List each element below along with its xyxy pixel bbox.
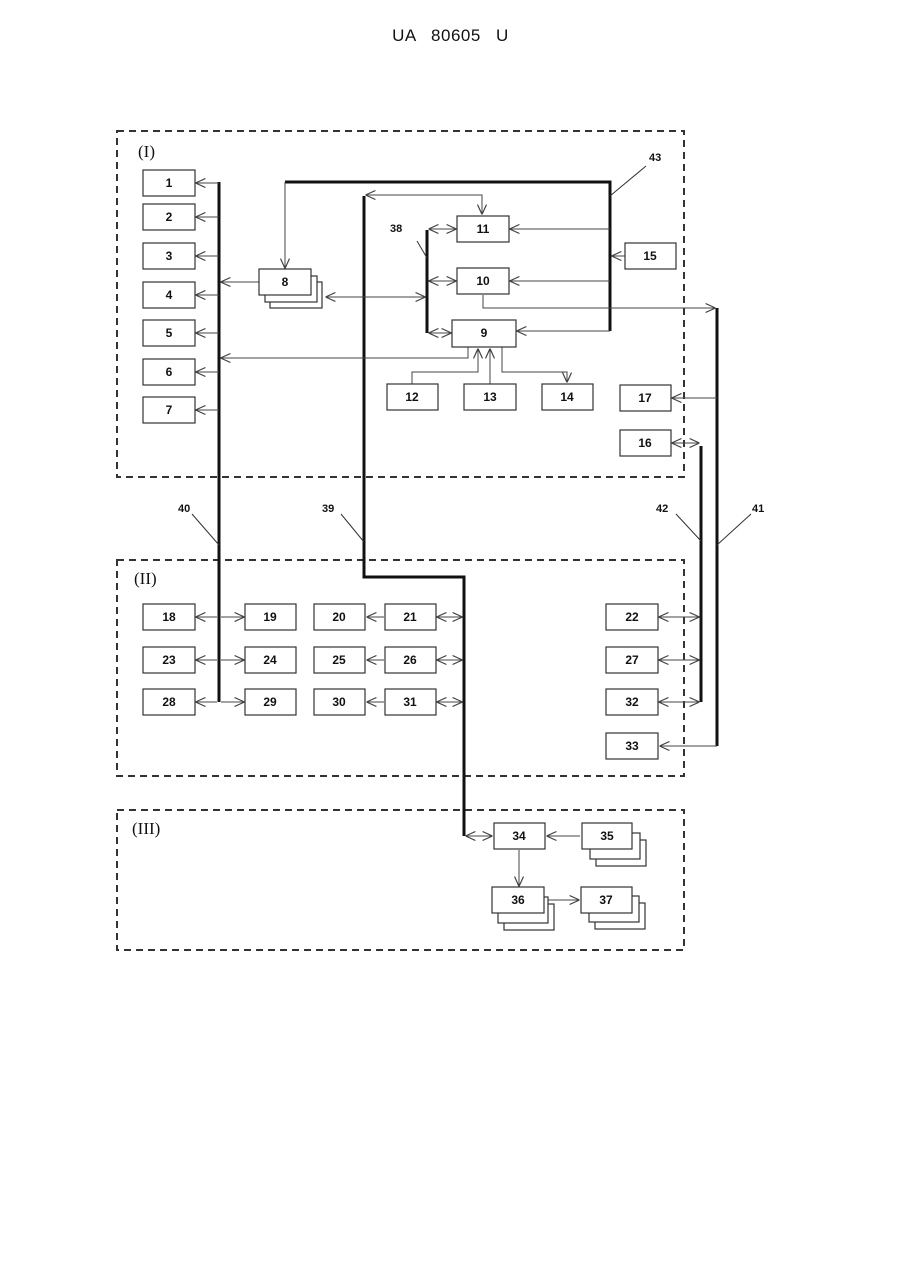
svg-text:18: 18 — [162, 610, 176, 624]
block-24: 24 — [245, 647, 296, 673]
bus-label-41: 41 — [752, 503, 764, 515]
svg-text:25: 25 — [332, 653, 346, 667]
svg-text:6: 6 — [166, 365, 173, 379]
svg-text:31: 31 — [403, 695, 417, 709]
svg-text:12: 12 — [405, 390, 419, 404]
bus-39 — [364, 196, 464, 836]
bus-label-39: 39 — [322, 503, 334, 515]
block-19: 19 — [245, 604, 296, 630]
block-32: 32 — [606, 689, 658, 715]
svg-text:11: 11 — [477, 222, 490, 236]
svg-text:30: 30 — [332, 695, 346, 709]
block-26: 26 — [385, 647, 436, 673]
svg-text:22: 22 — [625, 610, 639, 624]
svg-text:7: 7 — [166, 403, 173, 417]
block-16: 16 — [620, 430, 671, 456]
block-9: 9 — [452, 320, 516, 347]
svg-text:4: 4 — [166, 288, 173, 302]
svg-text:5: 5 — [166, 326, 173, 340]
svg-text:32: 32 — [625, 695, 639, 709]
svg-text:9: 9 — [481, 326, 488, 340]
block-11: 11 — [457, 216, 509, 242]
svg-text:3: 3 — [166, 249, 173, 263]
bus-43 — [285, 182, 610, 331]
svg-text:1: 1 — [166, 176, 173, 190]
svg-text:29: 29 — [263, 695, 277, 709]
svg-text:19: 19 — [263, 610, 277, 624]
block-35: 35 — [582, 823, 632, 849]
block-6: 6 — [143, 359, 195, 385]
svg-text:2: 2 — [166, 210, 173, 224]
block-13: 13 — [464, 384, 516, 410]
svg-text:27: 27 — [625, 653, 639, 667]
block-5: 5 — [143, 320, 195, 346]
bus-label-40: 40 — [178, 503, 190, 515]
block-8: 8 — [259, 269, 311, 295]
svg-text:36: 36 — [511, 893, 525, 907]
bus-label-38: 38 — [390, 223, 402, 235]
svg-text:35: 35 — [600, 829, 614, 843]
block-20: 20 — [314, 604, 365, 630]
block-2: 2 — [143, 204, 195, 230]
svg-text:33: 33 — [625, 739, 639, 753]
block-3: 3 — [143, 243, 195, 269]
block-21: 21 — [385, 604, 436, 630]
block-34: 34 — [494, 823, 545, 849]
block-7: 7 — [143, 397, 195, 423]
svg-text:17: 17 — [638, 391, 652, 405]
block-33: 33 — [606, 733, 658, 759]
svg-text:10: 10 — [476, 274, 490, 288]
block-1: 1 — [143, 170, 195, 196]
svg-text:34: 34 — [512, 829, 526, 843]
block-30: 30 — [314, 689, 365, 715]
section-label-3: (III) — [132, 819, 160, 838]
section-label-1: (I) — [138, 142, 155, 161]
svg-text:21: 21 — [403, 610, 417, 624]
svg-text:14: 14 — [560, 390, 574, 404]
svg-text:16: 16 — [638, 436, 652, 450]
block-18: 18 — [143, 604, 195, 630]
svg-text:23: 23 — [162, 653, 176, 667]
section-label-2: (II) — [134, 569, 157, 588]
svg-text:37: 37 — [599, 893, 613, 907]
svg-text:24: 24 — [263, 653, 277, 667]
block-25: 25 — [314, 647, 365, 673]
block-17: 17 — [620, 385, 671, 411]
block-4: 4 — [143, 282, 195, 308]
svg-text:13: 13 — [483, 390, 497, 404]
block-28: 28 — [143, 689, 195, 715]
block-14: 14 — [542, 384, 593, 410]
bus-label-43: 43 — [649, 152, 661, 164]
block-15: 15 — [625, 243, 676, 269]
block-36: 36 — [492, 887, 544, 913]
svg-text:26: 26 — [403, 653, 417, 667]
block-31: 31 — [385, 689, 436, 715]
block-22: 22 — [606, 604, 658, 630]
bus-label-42: 42 — [656, 503, 668, 515]
block-12: 12 — [387, 384, 438, 410]
svg-text:15: 15 — [643, 249, 657, 263]
svg-text:20: 20 — [332, 610, 346, 624]
block-37: 37 — [581, 887, 632, 913]
svg-text:28: 28 — [162, 695, 176, 709]
block-27: 27 — [606, 647, 658, 673]
svg-text:8: 8 — [282, 275, 289, 289]
block-23: 23 — [143, 647, 195, 673]
block-29: 29 — [245, 689, 296, 715]
block-10: 10 — [457, 268, 509, 294]
